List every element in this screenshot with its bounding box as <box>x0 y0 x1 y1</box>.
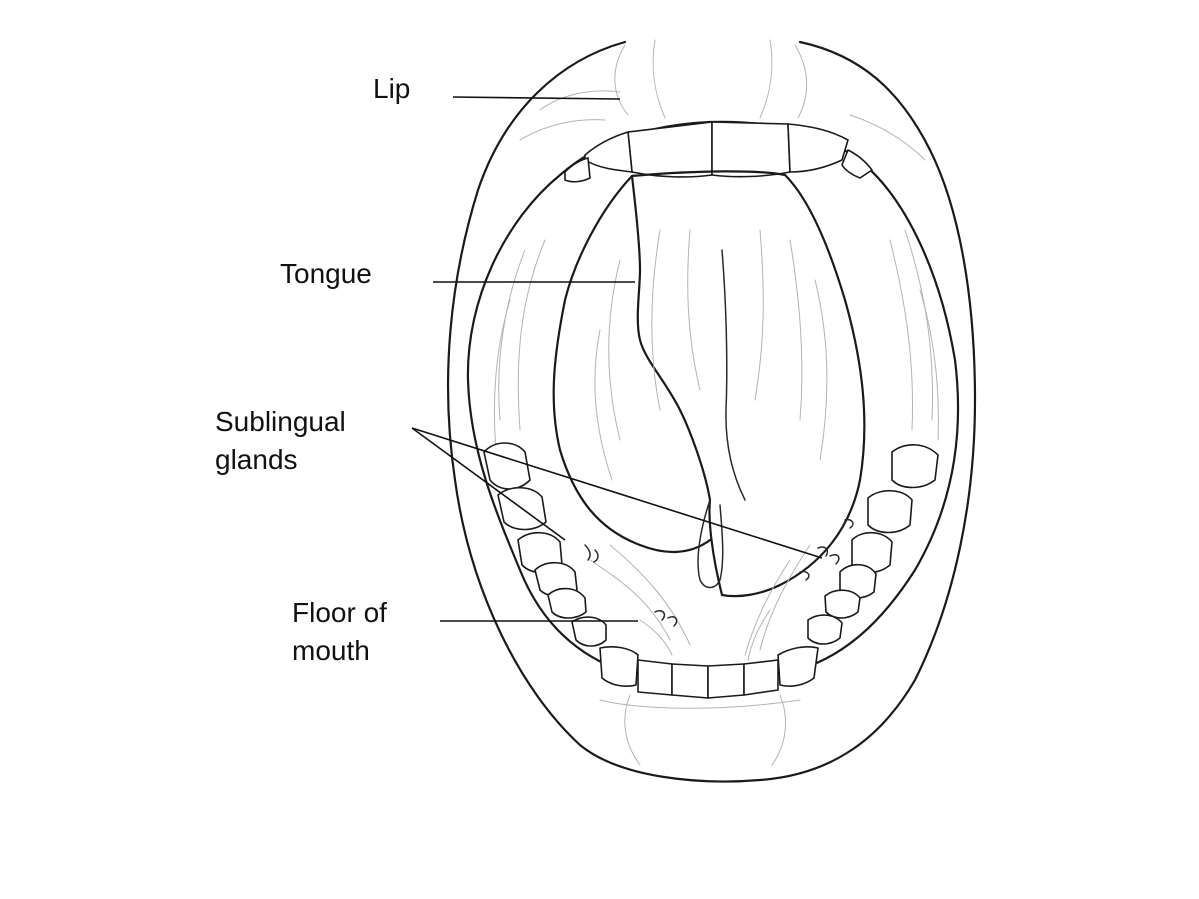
outer-lip <box>446 40 977 783</box>
lip-leader <box>452 96 621 100</box>
leader-lines <box>411 96 823 622</box>
tongue <box>552 170 866 598</box>
floor-folds <box>589 544 811 661</box>
label-floor-line2: mouth <box>292 635 370 666</box>
label-tongue-text: Tongue <box>280 258 372 289</box>
lower-lip-creases <box>599 694 801 766</box>
label-floor-of-mouth: Floor of mouth <box>292 594 387 670</box>
label-floor-line1: Floor of <box>292 597 387 628</box>
sublingual-leader-right <box>411 427 823 559</box>
upper-lip-creases <box>519 39 926 161</box>
label-tongue: Tongue <box>280 255 372 293</box>
upper-teeth <box>564 121 873 183</box>
sublingual-leader-left <box>411 427 566 541</box>
inner-mouth <box>466 120 960 684</box>
lower-teeth-right <box>807 444 939 645</box>
sublingual-gland-marks <box>584 518 854 627</box>
lower-front-teeth <box>599 646 819 699</box>
tongue-striations <box>594 229 828 481</box>
label-sublingual-line1: Sublingual <box>215 406 346 437</box>
label-lip-text: Lip <box>373 73 411 104</box>
label-sublingual-glands: Sublingual glands <box>215 403 346 479</box>
cheek-folds <box>493 229 939 451</box>
label-lip: Lip <box>373 70 410 108</box>
label-sublingual-line2: glands <box>215 444 298 475</box>
